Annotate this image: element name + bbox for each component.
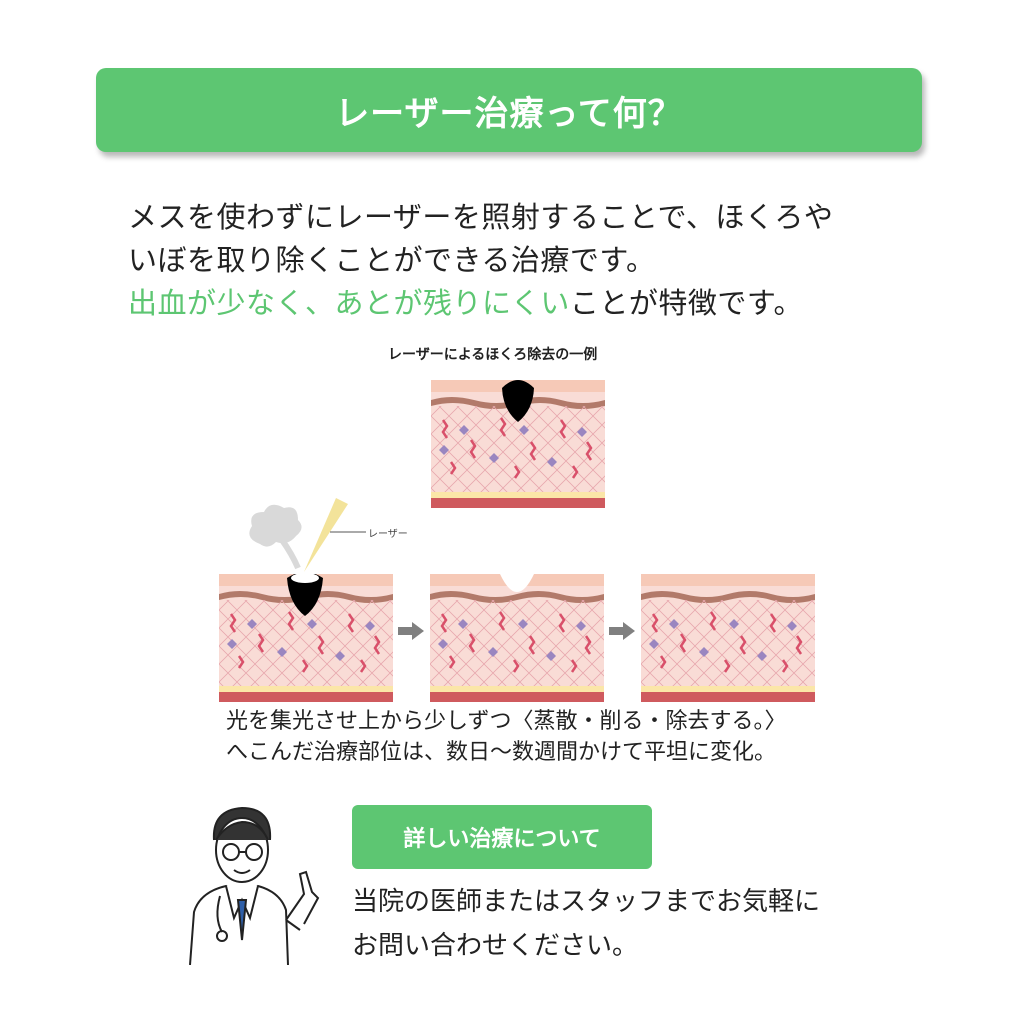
intro-line-3-rest: ことが特徴です。 <box>569 286 804 320</box>
caption-line-1: 光を集光させ上から少しずつ〈蒸散・削る・除去する。〉 <box>226 709 787 734</box>
intro-line-3: 出血が少なく、あとが残りにくいことが特徴です。 <box>128 282 908 325</box>
figure-title: レーザーによるほくろ除去の一例 <box>388 347 598 363</box>
arrow-right-icon <box>609 622 635 640</box>
skin-diagram-dent <box>430 574 604 702</box>
skin-diagram-irradiation <box>219 574 393 702</box>
page-title: レーザー治療って何？ <box>335 93 683 134</box>
caption: 光を集光させ上から少しずつ〈蒸散・削る・除去する。〉 へこんだ治療部位は、数日～… <box>226 706 846 768</box>
contact-text: 当院の医師またはスタッフまでお気軽に お問い合わせください。 <box>352 880 912 968</box>
laser-icon <box>249 498 366 572</box>
mole-shape <box>287 574 323 616</box>
intro-highlight: 出血が少なく、あとが残りにくい <box>128 286 570 320</box>
caption-line-2: へこんだ治療部位は、数日～数週間かけて平坦に変化。 <box>226 740 777 765</box>
intro-line-1: メスを使わずにレーザーを照射することで、ほくろや <box>128 200 834 234</box>
laser-label: レーザー <box>368 529 408 540</box>
skin-diagram-healed <box>641 574 815 702</box>
mole-shape <box>502 380 534 422</box>
intro-text: メスを使わずにレーザーを照射することで、ほくろや いぼを取り除くことができる治療… <box>128 196 908 325</box>
arrow-right-icon <box>398 622 424 640</box>
doctor-illustration <box>189 806 320 965</box>
dent-shape <box>500 574 534 592</box>
contact-line-1: 当院の医師またはスタッフまでお気軽に <box>352 887 821 917</box>
treatment-details-button[interactable]: 詳しい治療について <box>352 805 652 869</box>
skin-diagram-mole <box>431 380 605 508</box>
intro-line-2: いぼを取り除くことができる治療です。 <box>128 243 656 277</box>
contact-line-2: お問い合わせください。 <box>352 931 639 961</box>
title-banner: レーザー治療って何？ <box>96 68 922 152</box>
